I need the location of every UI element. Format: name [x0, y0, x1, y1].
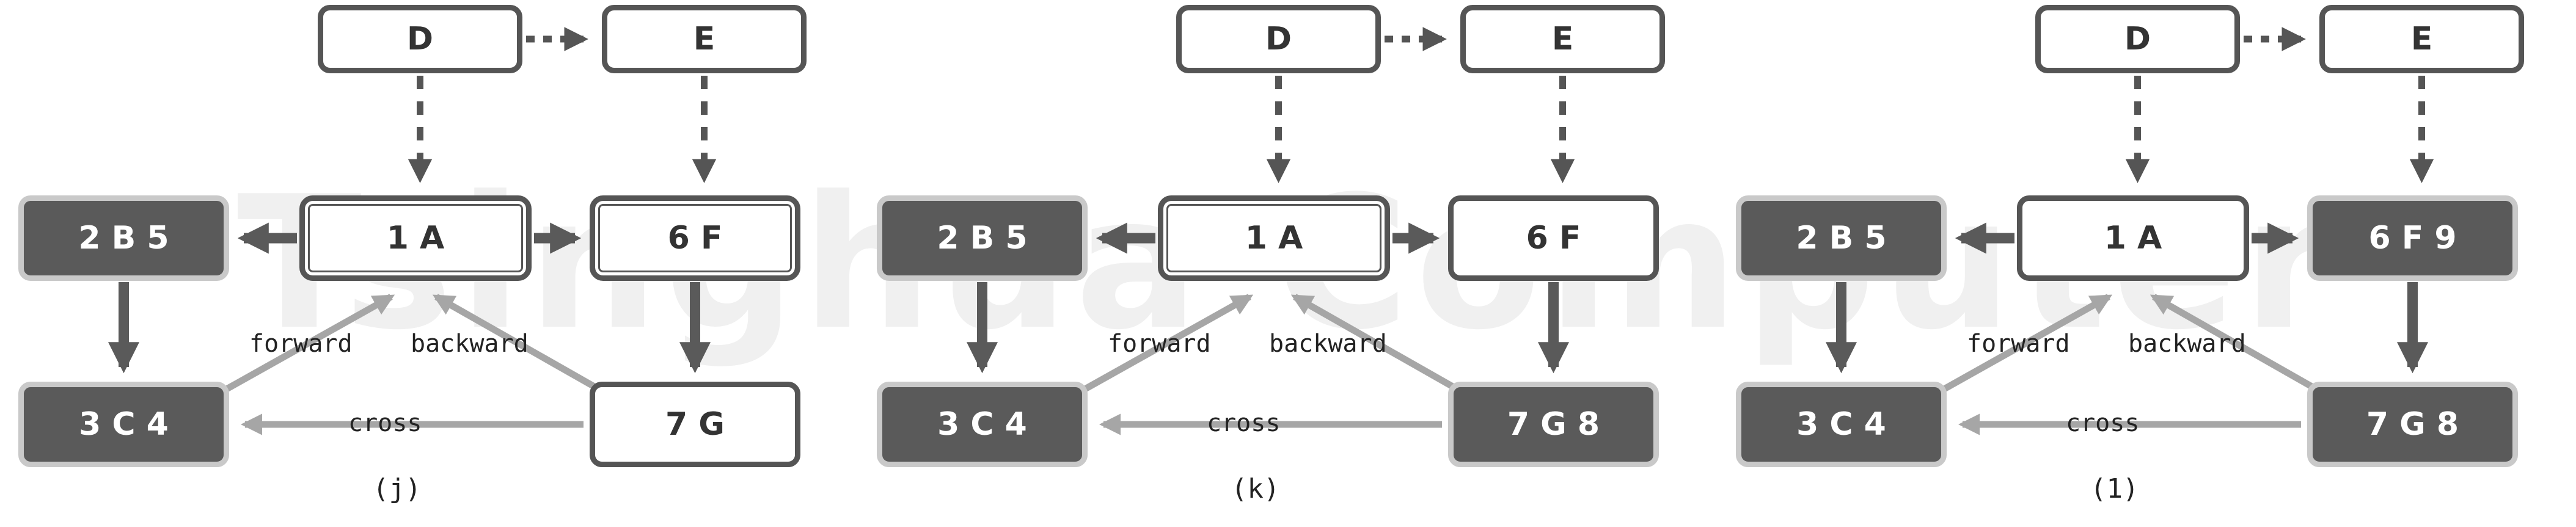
panel-caption: (j) — [373, 473, 422, 504]
node-c[interactable]: 3 C 4 — [877, 382, 1088, 467]
edge-layer — [967, 27, 1575, 435]
node-e[interactable]: E — [2319, 5, 2524, 73]
edge-forward-to-a — [1058, 294, 1254, 406]
label-forward: forward — [1967, 330, 2070, 358]
node-b[interactable]: 2 B 5 — [18, 195, 229, 281]
node-c[interactable]: 3 C 4 — [1736, 382, 1947, 467]
edge-layer — [108, 27, 717, 435]
node-e-label: E — [1551, 21, 1574, 57]
node-b[interactable]: 2 B 5 — [877, 195, 1088, 281]
node-f[interactable]: 6 F — [1448, 195, 1659, 281]
node-f-label: 6 F — [667, 220, 723, 256]
node-f-label: 6 F — [1526, 220, 1581, 256]
node-b[interactable]: 2 B 5 — [1736, 195, 1947, 281]
panel-k: D E 1 A 2 B 5 3 C 4 6 F 7 G 8 forward backward cr… — [858, 0, 1717, 527]
edge-forward-to-a — [1917, 294, 2113, 406]
node-a-label: 1 A — [2104, 220, 2162, 256]
label-backward: backward — [2128, 330, 2246, 358]
node-g[interactable]: 7 G 8 — [2307, 382, 2518, 467]
panel-caption: (k) — [1231, 473, 1280, 504]
node-e-label: E — [693, 21, 715, 57]
node-c-label: 3 C 4 — [937, 406, 1027, 443]
node-c[interactable]: 3 C 4 — [18, 382, 229, 467]
node-d[interactable]: D — [1176, 5, 1381, 73]
panel-caption: (1) — [2090, 473, 2139, 504]
node-a-label: 1 A — [386, 220, 445, 256]
node-e[interactable]: E — [602, 5, 807, 73]
node-g[interactable]: 7 G 8 — [1448, 382, 1659, 467]
panel-l: D E 1 A 2 B 5 3 C 4 6 F 9 7 G 8 forward backward… — [1718, 0, 2576, 527]
node-d-label: D — [1265, 21, 1292, 57]
node-f[interactable]: 6 F — [590, 195, 800, 281]
label-forward: forward — [1108, 330, 1211, 358]
label-backward: backward — [1269, 330, 1387, 358]
node-a[interactable]: 1 A — [299, 195, 532, 281]
node-e-label: E — [2410, 21, 2433, 57]
node-g-label: 7 G — [665, 406, 725, 443]
node-d[interactable]: D — [2035, 5, 2240, 73]
node-g[interactable]: 7 G — [590, 382, 800, 467]
node-b-label: 2 B 5 — [78, 220, 169, 256]
node-f-label: 6 F 9 — [2368, 220, 2457, 256]
node-c-label: 3 C 4 — [1796, 406, 1886, 443]
node-d-label: D — [2124, 21, 2151, 57]
node-g-label: 7 G 8 — [2366, 406, 2459, 443]
node-a[interactable]: 1 A — [2017, 195, 2249, 281]
edge-forward-to-a — [200, 294, 395, 406]
label-cross: cross — [1207, 409, 1281, 437]
label-backward: backward — [411, 330, 529, 358]
node-a[interactable]: 1 A — [1158, 195, 1390, 281]
node-f[interactable]: 6 F 9 — [2307, 195, 2518, 281]
panel-j: D E 1 A 2 B 5 3 C 4 6 F 7 G forward backward cros… — [0, 0, 858, 527]
node-d[interactable]: D — [318, 5, 522, 73]
node-d-label: D — [406, 21, 434, 57]
node-g-label: 7 G 8 — [1507, 406, 1600, 443]
node-a-label: 1 A — [1245, 220, 1303, 256]
node-e[interactable]: E — [1460, 5, 1665, 73]
label-cross: cross — [2066, 409, 2140, 437]
node-c-label: 3 C 4 — [79, 406, 169, 443]
node-b-label: 2 B 5 — [1796, 220, 1887, 256]
label-forward: forward — [249, 330, 353, 358]
node-b-label: 2 B 5 — [937, 220, 1028, 256]
label-cross: cross — [348, 409, 422, 437]
